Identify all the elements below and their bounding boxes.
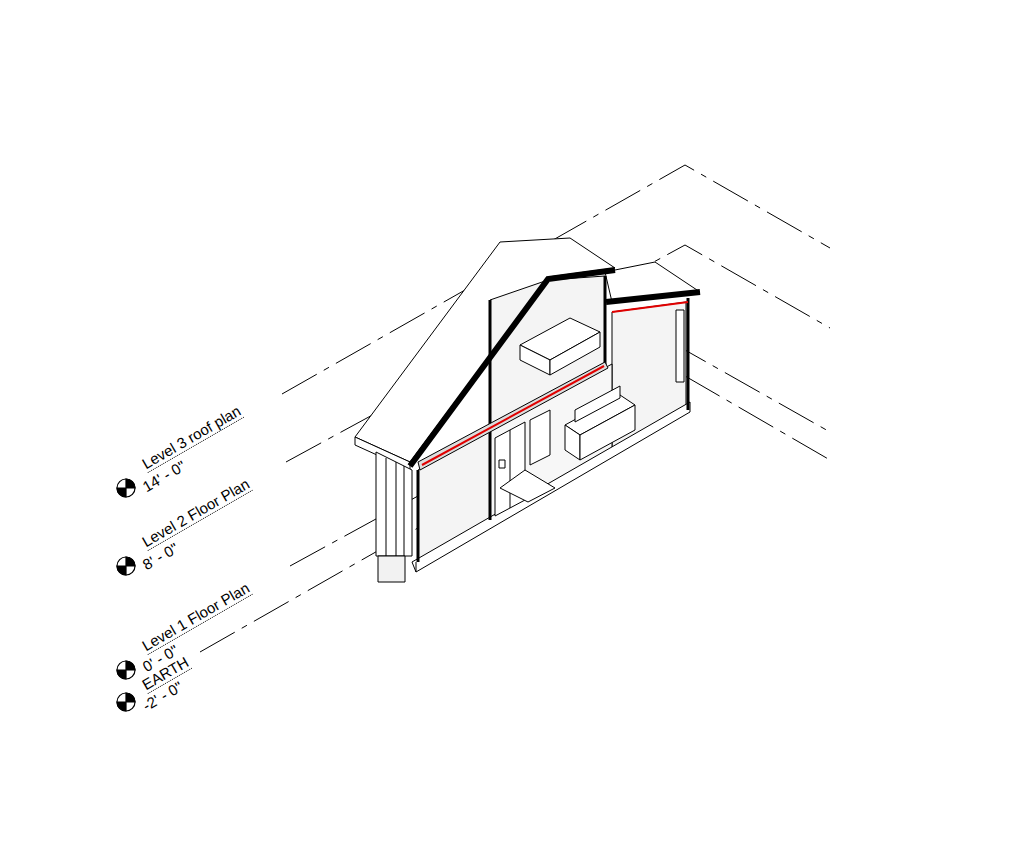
level-name: Level 1 Floor Plan [140,580,253,655]
level-name: Level 3 roof plan [140,403,245,473]
